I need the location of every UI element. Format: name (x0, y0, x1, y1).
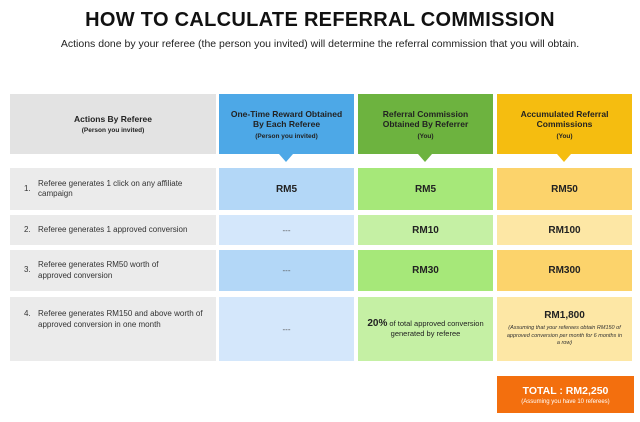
header-reward-title: One-Time Reward Obtained By Each Referee (230, 108, 343, 130)
accumulated-value: RM50 (551, 183, 578, 195)
row-action-text: Referee generates 1 click on any affilia… (38, 178, 183, 199)
commission-value: RM10 (412, 224, 439, 236)
reward-value: --- (282, 266, 291, 275)
table-row-action: 4. Referee generates RM150 and above wor… (10, 297, 216, 361)
row-number: 2. (24, 224, 31, 234)
total-label: TOTAL : RM2,250 (522, 384, 609, 397)
reward-cell: --- (219, 297, 354, 361)
commission-cell: RM5 (358, 168, 493, 210)
total-box: TOTAL : RM2,250 (Assuming you have 10 re… (497, 376, 634, 413)
reward-value: RM5 (275, 183, 298, 195)
table-row-action: 2. Referee generates 1 approved conversi… (10, 215, 216, 245)
header-commission: Referral Commission Obtained By Referrer… (358, 94, 493, 154)
accumulated-cell: RM1,800 (Assuming that your referees obt… (497, 297, 632, 361)
table-row-action: 1. Referee generates 1 click on any affi… (10, 168, 216, 210)
commission-percentage-text: 20% of total approved conversion generat… (358, 319, 493, 339)
row-number: 1. (24, 183, 31, 193)
row-number: 3. (24, 265, 31, 275)
reward-cell: --- (219, 215, 354, 245)
accumulated-cell: RM100 (497, 215, 632, 245)
header-accumulated-arrow (557, 154, 571, 162)
reward-cell: --- (219, 250, 354, 291)
header-accumulated-sub: (You) (556, 132, 573, 140)
commission-cell: RM10 (358, 215, 493, 245)
commission-value: RM30 (412, 265, 439, 276)
header-accumulated-title: Accumulated Referral Commissions (520, 108, 609, 130)
table-row-action: 3. Referee generates RM50 worth of appro… (10, 250, 216, 291)
commission-cell: 20% of total approved conversion generat… (358, 297, 493, 361)
header-commission-title: Referral Commission Obtained By Referrer (382, 108, 469, 130)
header-reward-arrow (279, 154, 293, 162)
header-accumulated: Accumulated Referral Commissions (You) (497, 94, 632, 154)
header-commission-arrow (418, 154, 432, 162)
commission-value: RM5 (414, 183, 437, 195)
total-note: (Assuming you have 10 referees) (521, 398, 610, 405)
page-subtitle: Actions done by your referee (the person… (60, 38, 580, 50)
row-action-text: Referee generates RM150 and above worth … (38, 309, 203, 329)
accumulated-value: RM1,800 (544, 310, 585, 322)
header-actions: Actions By Referee (Person you invited) (10, 94, 216, 154)
commission-percentage: 20% (367, 318, 388, 329)
accumulated-note: (Assuming that your referees obtain RM15… (506, 325, 623, 347)
accumulated-cell: RM50 (497, 168, 632, 210)
reward-cell: RM5 (219, 168, 354, 210)
row-action-text: Referee generates 1 approved conversion (38, 224, 188, 234)
row-action-text: Referee generates RM50 worth of approved… (38, 260, 159, 280)
reward-value: --- (282, 324, 291, 334)
header-actions-title: Actions By Referee (74, 113, 152, 124)
header-actions-sub: (Person you invited) (81, 127, 145, 135)
accumulated-value: RM300 (548, 265, 581, 276)
accumulated-cell: RM300 (497, 250, 632, 291)
header-commission-sub: (You) (417, 132, 434, 140)
accumulated-value: RM100 (548, 224, 581, 236)
commission-description: of total approved conversion generated b… (387, 319, 484, 338)
commission-cell: RM30 (358, 250, 493, 291)
row-number: 4. (24, 309, 31, 318)
header-reward: One-Time Reward Obtained By Each Referee… (219, 94, 354, 154)
reward-value: --- (282, 225, 291, 235)
page-title: HOW TO CALCULATE REFERRAL COMMISSION (85, 9, 555, 31)
header-reward-sub: (Person you invited) (255, 132, 318, 140)
